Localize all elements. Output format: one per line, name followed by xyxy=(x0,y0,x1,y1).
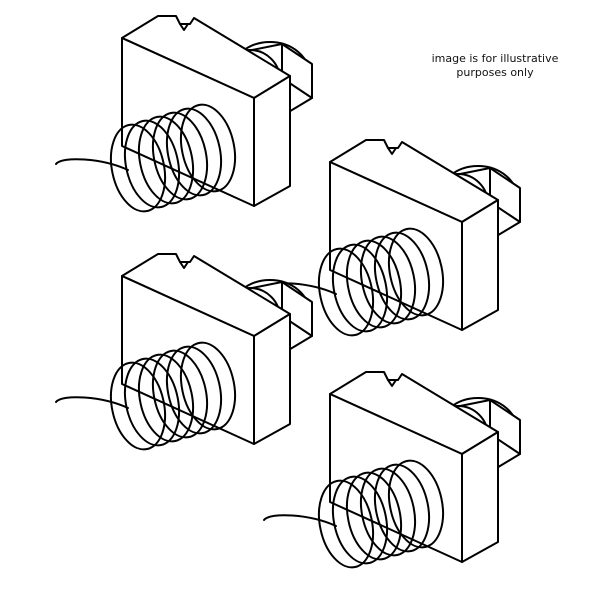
disclaimer-line-1: image is for illustrative xyxy=(431,52,559,65)
assembly-bottom-right xyxy=(263,371,521,569)
disclaimer-caption: image is for illustrative purposes only xyxy=(410,52,580,80)
assembly-middle-right xyxy=(263,139,521,337)
assembly-middle-left xyxy=(55,253,313,451)
coil-spring xyxy=(263,227,445,337)
coil-spring xyxy=(55,103,237,213)
coil-spring xyxy=(55,341,237,451)
assembly-top-left xyxy=(55,15,313,213)
disclaimer-line-2: purposes only xyxy=(456,66,534,79)
coil-spring xyxy=(263,459,445,569)
